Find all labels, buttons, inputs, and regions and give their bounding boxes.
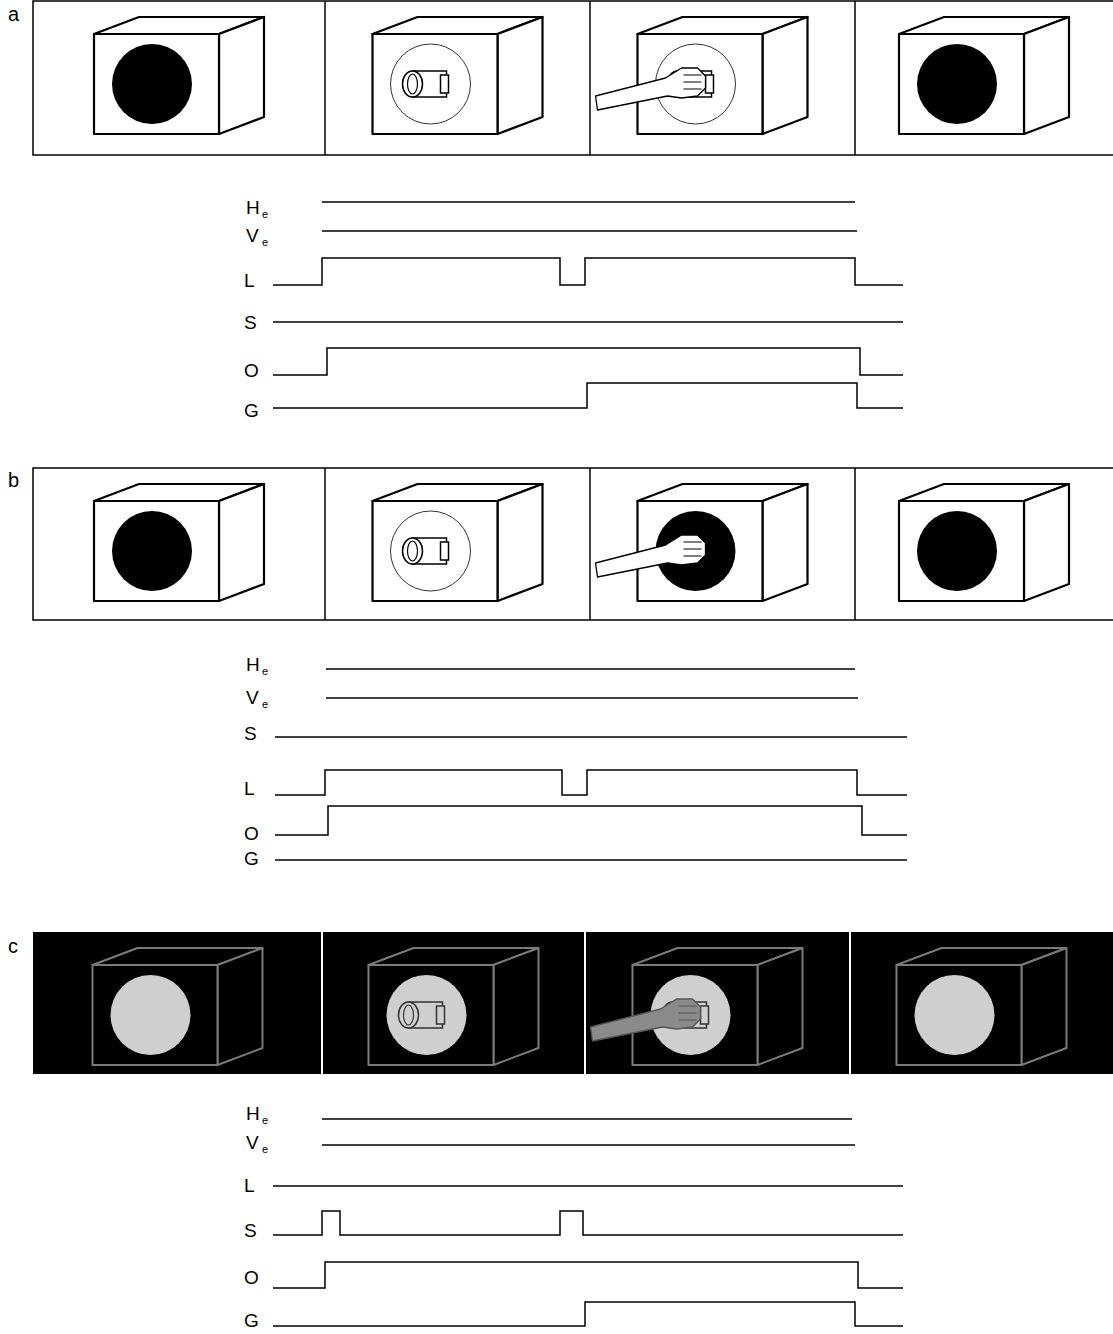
box-side bbox=[218, 948, 263, 1065]
signal-trace bbox=[275, 859, 907, 861]
signal-name: L bbox=[244, 1176, 255, 1195]
window-disc bbox=[917, 44, 997, 124]
signal-name: V bbox=[246, 1133, 259, 1152]
box-front bbox=[93, 965, 218, 1065]
signal-trace bbox=[273, 348, 903, 375]
signal-subscript: e bbox=[262, 699, 268, 710]
signal-trace bbox=[326, 697, 858, 699]
object bbox=[399, 1002, 445, 1028]
window-disc bbox=[391, 511, 471, 591]
frame-strip bbox=[33, 468, 1113, 620]
signal-name: S bbox=[244, 724, 257, 743]
signal-trace bbox=[275, 770, 907, 795]
panel-letter: c bbox=[8, 936, 18, 956]
signal-name: L bbox=[244, 779, 255, 798]
signal-trace bbox=[273, 1262, 903, 1288]
signal-name: V bbox=[246, 226, 259, 245]
box-front bbox=[373, 501, 498, 601]
signal-name: S bbox=[244, 1221, 257, 1240]
window-disc bbox=[112, 511, 192, 591]
box-side bbox=[1024, 17, 1069, 134]
window-disc bbox=[917, 511, 997, 591]
box-side bbox=[1024, 484, 1069, 601]
hand bbox=[596, 535, 706, 577]
signal-trace bbox=[322, 230, 857, 232]
signal-trace bbox=[275, 736, 907, 738]
signal-trace bbox=[322, 1144, 855, 1146]
signal-subscript: e bbox=[262, 237, 268, 248]
signal-trace bbox=[273, 1302, 903, 1326]
box-front bbox=[899, 34, 1024, 134]
window-disc bbox=[387, 975, 467, 1055]
box-front bbox=[899, 501, 1024, 601]
box-side bbox=[758, 948, 803, 1065]
signal-subscript: e bbox=[262, 1115, 268, 1126]
signal-subscript: e bbox=[262, 209, 268, 220]
timing-traces bbox=[273, 202, 907, 1326]
box-side bbox=[1022, 948, 1067, 1065]
signal-name: V bbox=[246, 688, 259, 707]
signal-trace bbox=[322, 1118, 852, 1120]
signal-name: S bbox=[244, 313, 257, 332]
box-side bbox=[763, 17, 808, 134]
frame-strip bbox=[33, 1, 1113, 155]
box-side bbox=[494, 948, 539, 1065]
signal-subscript: e bbox=[262, 666, 268, 677]
object bbox=[403, 71, 449, 97]
box-front bbox=[94, 34, 219, 134]
hand bbox=[596, 68, 706, 110]
box-front bbox=[369, 965, 494, 1065]
signal-name: L bbox=[244, 271, 255, 290]
signal-name: H bbox=[246, 1104, 260, 1123]
signal-name: H bbox=[246, 198, 260, 217]
signal-trace bbox=[273, 258, 903, 285]
signal-trace bbox=[273, 1211, 903, 1235]
window-disc bbox=[112, 44, 192, 124]
window-disc bbox=[111, 975, 191, 1055]
signal-trace bbox=[275, 806, 907, 835]
signal-name: O bbox=[244, 1268, 259, 1287]
signal-subscript: e bbox=[262, 1144, 268, 1155]
window-disc bbox=[391, 44, 471, 124]
box-side bbox=[219, 484, 264, 601]
signal-trace bbox=[273, 1185, 903, 1187]
panel-letter: b bbox=[8, 470, 19, 490]
signal-trace bbox=[273, 383, 903, 408]
box-side bbox=[219, 17, 264, 134]
box-front bbox=[897, 965, 1022, 1065]
signal-name: H bbox=[246, 655, 260, 674]
box-side bbox=[498, 17, 543, 134]
signal-trace bbox=[322, 201, 855, 203]
hand bbox=[591, 999, 701, 1041]
box-side bbox=[498, 484, 543, 601]
signal-trace bbox=[273, 321, 903, 323]
object bbox=[403, 538, 449, 564]
panel-letter: a bbox=[8, 4, 19, 24]
box-front bbox=[373, 34, 498, 134]
signal-name: O bbox=[244, 361, 259, 380]
window-disc bbox=[915, 975, 995, 1055]
box-front bbox=[94, 501, 219, 601]
signal-trace bbox=[326, 668, 855, 670]
signal-name: G bbox=[244, 849, 259, 868]
signal-name: G bbox=[244, 1311, 259, 1330]
signal-name: O bbox=[244, 824, 259, 843]
signal-name: G bbox=[244, 401, 259, 420]
box-side bbox=[763, 484, 808, 601]
frame-strip bbox=[33, 932, 1113, 1074]
